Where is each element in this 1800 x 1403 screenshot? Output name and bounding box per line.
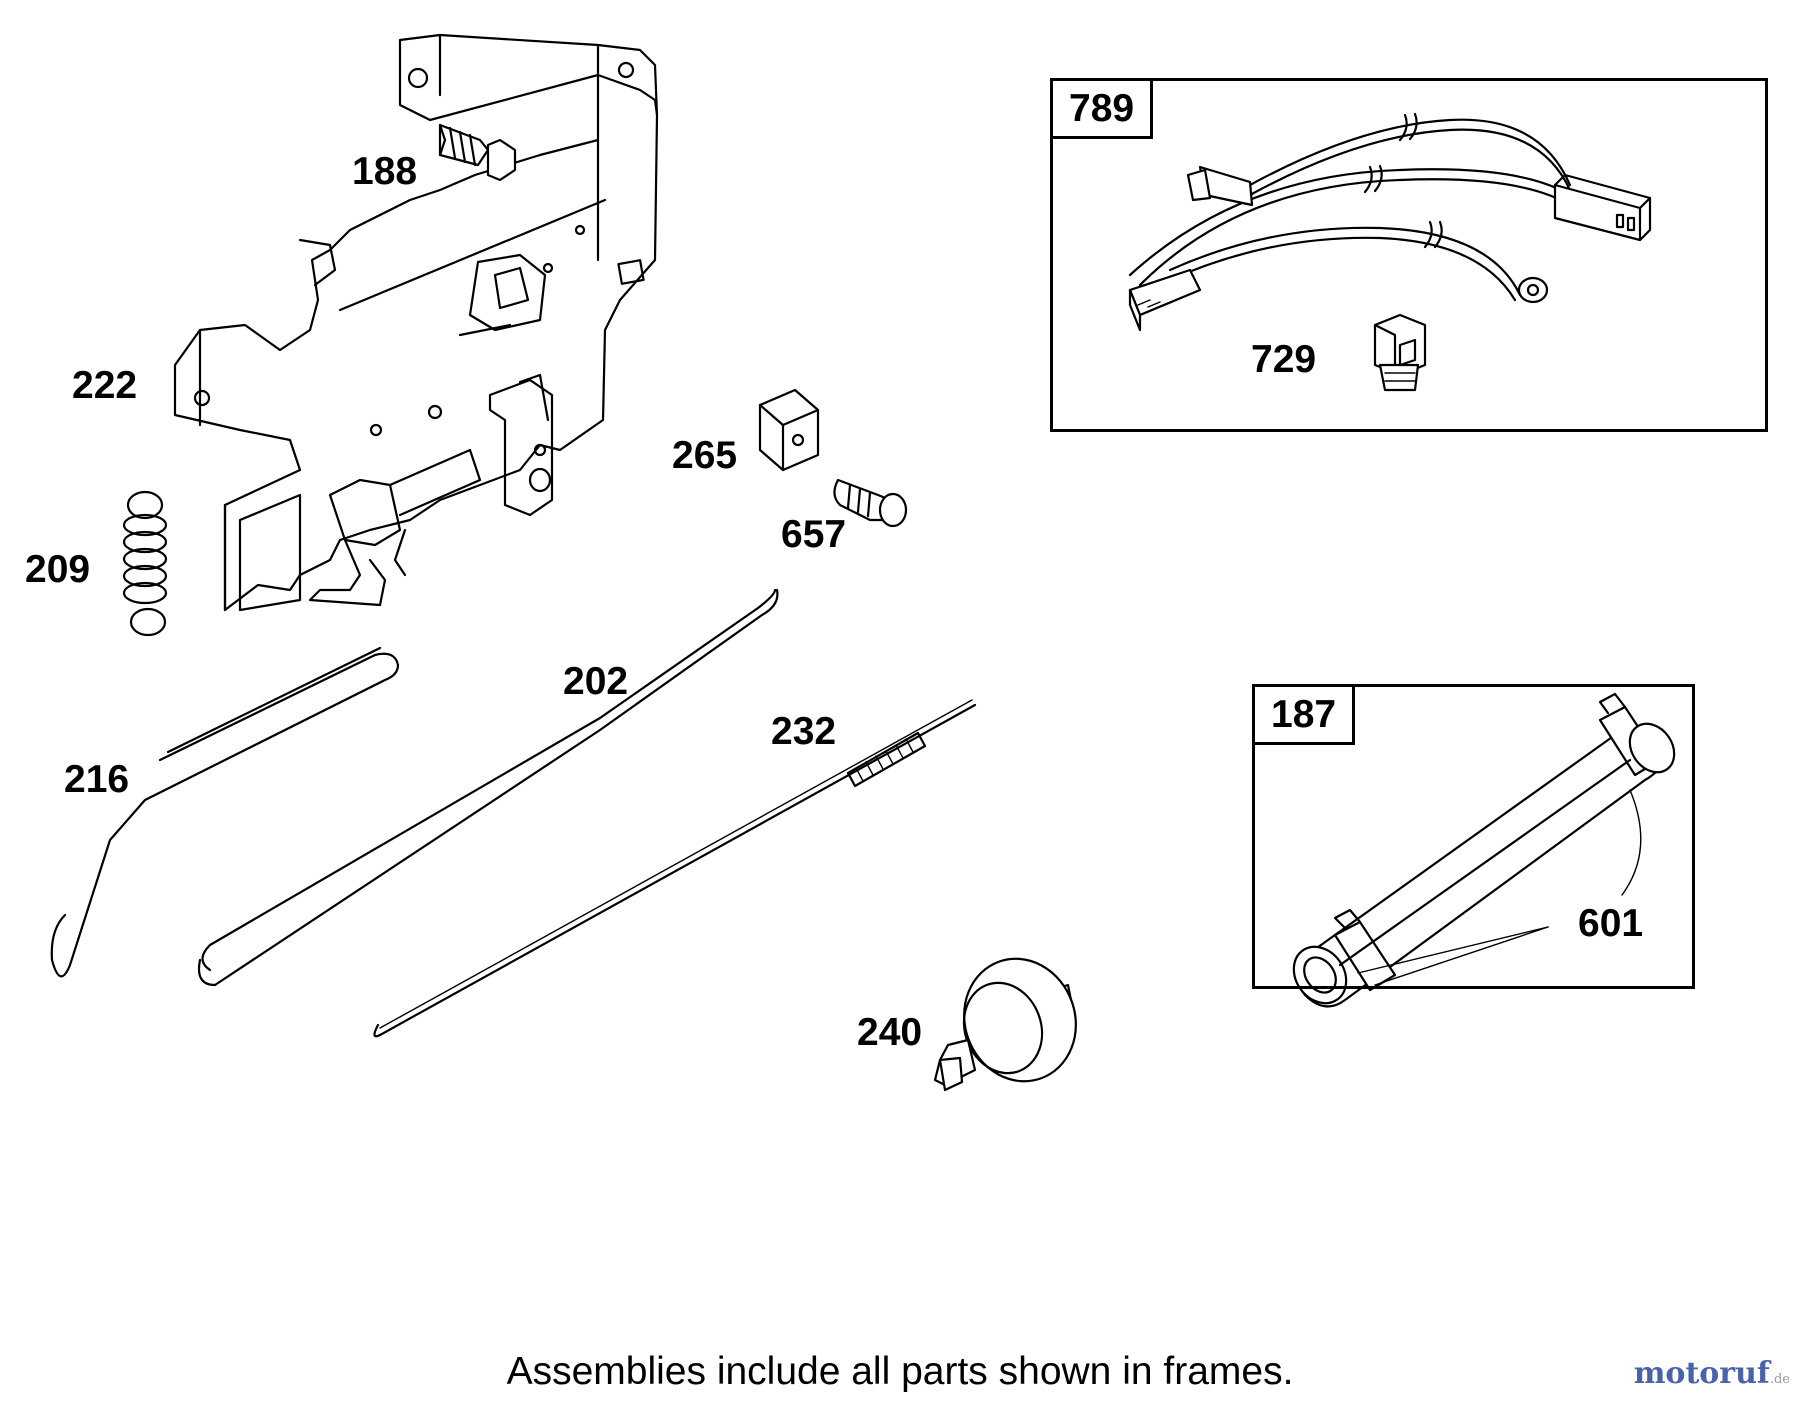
frame-harness-assembly: 789 <box>1050 78 1768 432</box>
link-202 <box>197 588 779 987</box>
callout-222: 222 <box>72 364 138 407</box>
watermark-tld: .de <box>1769 1372 1790 1387</box>
cable-232 <box>373 699 977 1038</box>
clip-729 <box>1373 313 1427 392</box>
callout-202: 202 <box>563 660 629 703</box>
fuel-line-187 <box>1292 692 1676 1008</box>
frame-tag-187: 187 <box>1252 684 1356 745</box>
watermark-brand: motoruf <box>1633 1356 1770 1391</box>
leader-lines-601 <box>1357 789 1642 986</box>
callout-232: 232 <box>771 710 837 753</box>
callout-209: 209 <box>25 548 91 591</box>
fuel-filter-240 <box>933 957 1077 1092</box>
spring-209 <box>122 490 168 637</box>
watermark-logo: motoruf.de <box>1634 1356 1790 1391</box>
callout-729: 729 <box>1251 338 1317 381</box>
link-216 <box>50 646 400 978</box>
callout-601: 601 <box>1578 902 1644 945</box>
cover-265 <box>758 388 820 472</box>
diagram-caption: Assemblies include all parts shown in fr… <box>506 1350 1294 1393</box>
callout-657: 657 <box>781 513 847 556</box>
screw-657 <box>833 478 908 528</box>
callout-188: 188 <box>352 150 418 193</box>
screw-188 <box>438 123 517 182</box>
frame-tag-789: 789 <box>1050 78 1154 139</box>
control-bracket <box>173 33 659 612</box>
callout-240: 240 <box>857 1011 923 1054</box>
callout-216: 216 <box>64 758 130 801</box>
frame-fuel-line-assembly: 187 <box>1252 684 1695 989</box>
wire-harness-789 <box>1128 112 1652 332</box>
callout-265: 265 <box>672 434 738 477</box>
